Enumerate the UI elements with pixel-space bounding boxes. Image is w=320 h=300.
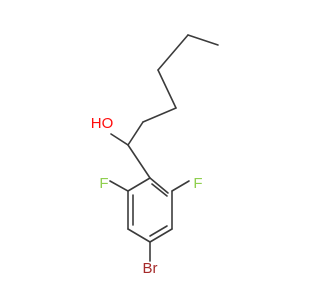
bond-c5-c4 [157, 34, 189, 71]
bromine-label: Br [143, 260, 158, 277]
bond-ring-to-fluorine-right [171, 180, 190, 192]
atom-labels: HO F F Br [91, 115, 203, 277]
bond-c2-c1 [127, 121, 144, 146]
ring-bond-lower-left-bottom [127, 228, 151, 243]
fluorine-left-label: F [99, 175, 108, 192]
molecule-structure: HO F F Br [91, 34, 219, 277]
bond-ring-to-fluorine-left [109, 180, 129, 192]
bonds [109, 34, 219, 262]
bond-c6-c5 [187, 34, 219, 46]
hydroxyl-label: HO [91, 115, 114, 132]
bond-c3-c2 [142, 107, 177, 123]
ring-double-bond-top-right [151, 183, 168, 197]
ring-bond-top-upper-left [127, 177, 151, 192]
bond-c1-oxygen [110, 133, 129, 146]
bond-ring-to-carbinol [127, 144, 151, 179]
ring-double-bond-bottom-right [149, 225, 168, 237]
ring-bond-bottom-lower-right [149, 228, 173, 243]
structure-canvas: HO F F Br [90, 34, 219, 277]
ring-bond-top-upper-right [149, 177, 169, 194]
fluorine-right-label: F [193, 175, 202, 192]
bond-c4-c3 [157, 69, 177, 109]
